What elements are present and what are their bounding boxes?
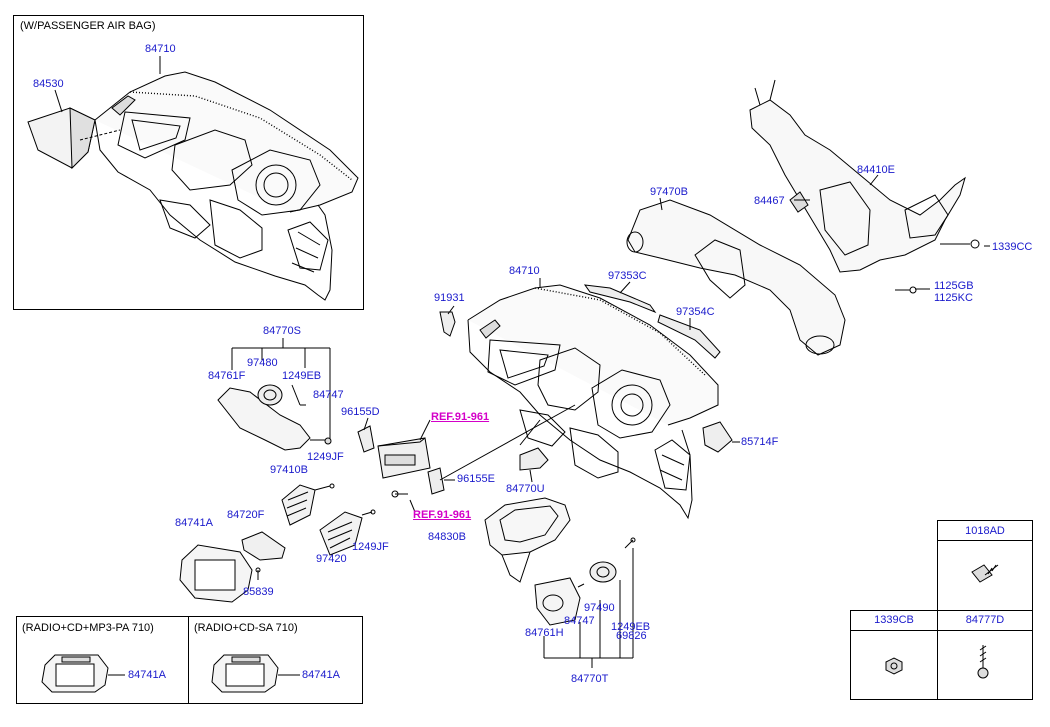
bracket-91931 xyxy=(439,311,456,337)
part-label-91931[interactable]: 91931 xyxy=(434,292,465,304)
part-label-84710-top[interactable]: 84710 xyxy=(145,43,176,55)
inset-airbag-door xyxy=(27,107,121,170)
ref-link-lower[interactable]: REF.91-961 xyxy=(413,509,472,521)
radio-panel-mp3 xyxy=(41,654,109,693)
part-label-1249JF-a[interactable]: 1249JF xyxy=(307,451,344,463)
fascia-84761H xyxy=(534,577,581,626)
radio-mp3-frame xyxy=(16,616,189,704)
part-label-97490[interactable]: 97490 xyxy=(584,602,615,614)
audio-head-unit xyxy=(377,437,431,479)
part-label-84720F[interactable]: 84720F xyxy=(227,509,265,521)
part-label-97354C[interactable]: 97354C xyxy=(676,306,715,318)
part-label-1125GB[interactable]: 1125GB xyxy=(934,280,974,292)
part-label-84747-b[interactable]: 84747 xyxy=(564,615,595,627)
clip-85714F xyxy=(702,421,733,453)
part-label-84770T[interactable]: 84770T xyxy=(571,673,609,685)
part-label-97410B[interactable]: 97410B xyxy=(270,464,308,476)
part-label-84741A-b[interactable]: 84741A xyxy=(128,669,166,681)
inset-dashboard-panel xyxy=(94,71,359,301)
part-label-69826[interactable]: 69826 xyxy=(616,630,647,642)
part-label-85839[interactable]: 85839 xyxy=(243,586,274,598)
frame-title-radio-sa: (RADIO+CD-SA 710) xyxy=(194,622,298,634)
part-label-97353C[interactable]: 97353C xyxy=(608,270,647,282)
part-label-84741A-c[interactable]: 84741A xyxy=(302,669,340,681)
part-label-85714F[interactable]: 85714F xyxy=(741,436,779,448)
part-label-84410E[interactable]: 84410E xyxy=(857,164,895,176)
part-label-97470B[interactable]: 97470B xyxy=(650,186,688,198)
switch-97490 xyxy=(589,561,617,583)
part-label-84530[interactable]: 84530 xyxy=(33,78,64,90)
bracket-96155D xyxy=(357,425,375,453)
ref-link-upper[interactable]: REF.91-961 xyxy=(431,411,490,423)
bezel-84720F xyxy=(241,531,286,561)
defroster-strips xyxy=(583,284,721,359)
radio-sa-frame xyxy=(188,616,363,704)
part-label-1249EB-b[interactable]: 1249EB xyxy=(611,621,651,633)
side-air-duct xyxy=(626,199,846,356)
part-label-1249JF-b[interactable]: 1249JF xyxy=(352,541,389,553)
part-label-84467[interactable]: 84467 xyxy=(754,195,785,207)
part-label-96155D[interactable]: 96155D xyxy=(341,406,380,418)
switch-97480 xyxy=(257,384,283,406)
screw-84777D-icon xyxy=(977,645,989,679)
fastener-title-1018AD[interactable]: 1018AD xyxy=(965,525,1005,537)
part-label-96155E[interactable]: 96155E xyxy=(457,473,495,485)
vent-97410B xyxy=(281,484,316,526)
part-label-97480[interactable]: 97480 xyxy=(247,357,278,369)
fastener-title-1339CB[interactable]: 1339CB xyxy=(874,614,914,626)
cluster-hood-84830B xyxy=(484,497,571,583)
part-label-1339CC[interactable]: 1339CC xyxy=(992,241,1033,253)
part-label-1125KC[interactable]: 1125KC xyxy=(934,292,973,304)
part-label-1249EB-a[interactable]: 1249EB xyxy=(282,370,322,382)
part-label-84761H[interactable]: 84761H xyxy=(525,627,564,639)
part-label-84710-main[interactable]: 84710 xyxy=(509,265,540,277)
part-label-84770S[interactable]: 84770S xyxy=(263,325,301,337)
part-label-84770U[interactable]: 84770U xyxy=(506,483,545,495)
trim-84770U xyxy=(519,447,549,471)
fastener-cell-84777D xyxy=(937,630,1033,700)
vent-97420 xyxy=(319,511,363,556)
part-label-84741A-a[interactable]: 84741A xyxy=(175,517,213,529)
part-label-84830B[interactable]: 84830B xyxy=(428,531,466,543)
fastener-title-84777D[interactable]: 84777D xyxy=(965,614,1005,626)
radio-panel-sa xyxy=(211,654,279,693)
nut-1339CB-icon xyxy=(885,657,903,675)
screw-1018AD-icon xyxy=(971,564,999,583)
center-panel-84741A xyxy=(179,544,253,603)
cluster-fascia-84761F xyxy=(217,387,311,451)
bracket-96155E xyxy=(427,467,445,495)
frame-title-radio-mp3: (RADIO+CD+MP3-PA 710) xyxy=(22,622,154,634)
frame-title-passenger-airbag: (W/PASSENGER AIR BAG) xyxy=(20,20,156,32)
part-label-84761F[interactable]: 84761F xyxy=(208,370,246,382)
part-label-84747-a[interactable]: 84747 xyxy=(313,389,344,401)
main-dashboard-panel xyxy=(467,284,719,520)
part-label-97420[interactable]: 97420 xyxy=(316,553,347,565)
